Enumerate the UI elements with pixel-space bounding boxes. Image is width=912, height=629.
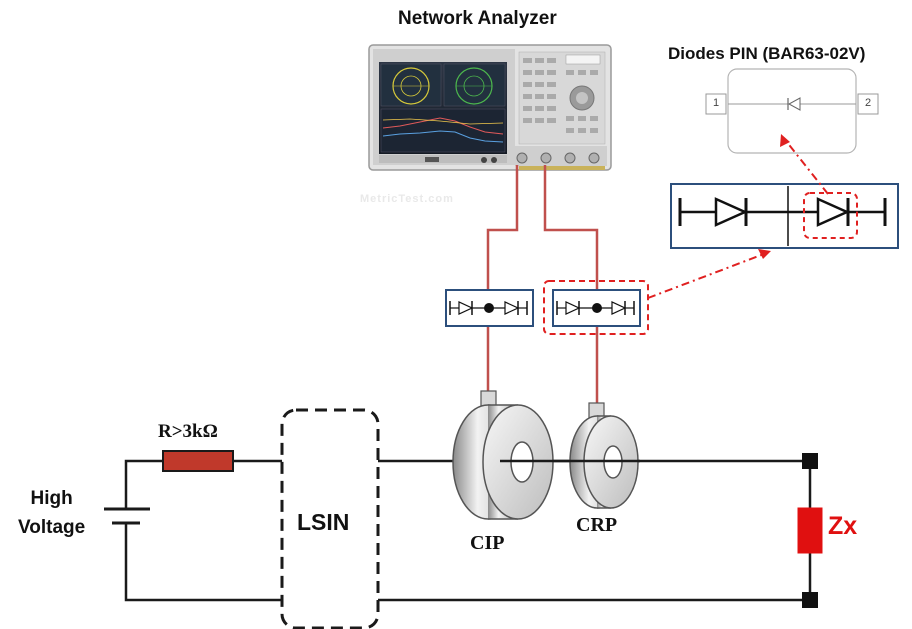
diodes-pin-title: Diodes PIN (BAR63-02V) [668,44,866,63]
arrow-to-package [785,140,829,195]
watermark-text: MetricTest.com [360,193,454,205]
crp-label: CRP [576,514,618,536]
zx-label: Zx [828,512,858,540]
zoom-arrows [647,140,829,299]
resistor-symbol [162,450,234,472]
pin-1-label: 1 [713,97,720,109]
diode-box-cip [445,289,534,327]
high-voltage-label: High Voltage [18,484,85,542]
arrowhead-zoomed-pair [758,249,771,259]
high-voltage-source [104,507,150,525]
wire-source-to-resistor [124,459,163,509]
diode-box-crp [543,280,649,335]
crp-current-probe [569,402,639,509]
cable-port1-to-cip [486,165,519,392]
high-label: High [30,488,73,509]
load-terminal-bottom [802,592,818,608]
wire-source-bottom [124,523,286,602]
lsin-label: LSIN [297,509,350,535]
cip-label: CIP [470,532,505,554]
cable-port2-to-crp [543,165,599,404]
pin-diode-package [705,68,879,154]
resistor-label: R>3kΩ [158,421,218,442]
arrowhead-package [780,134,790,147]
voltage-label: Voltage [18,517,86,538]
pin-2-label: 2 [865,97,872,109]
arrow-to-zoomed-pair [647,253,765,299]
zoomed-diode-pair [670,183,899,249]
network-analyzer-instrument [368,44,612,171]
selected-diode-highlight [803,192,858,239]
rf-cables [486,165,599,404]
load-terminal-top [802,453,818,469]
cip-current-probe [452,390,554,520]
network-analyzer-title: Network Analyzer [398,8,557,29]
lsin-box [280,408,380,629]
load-impedance-symbol [797,507,823,554]
